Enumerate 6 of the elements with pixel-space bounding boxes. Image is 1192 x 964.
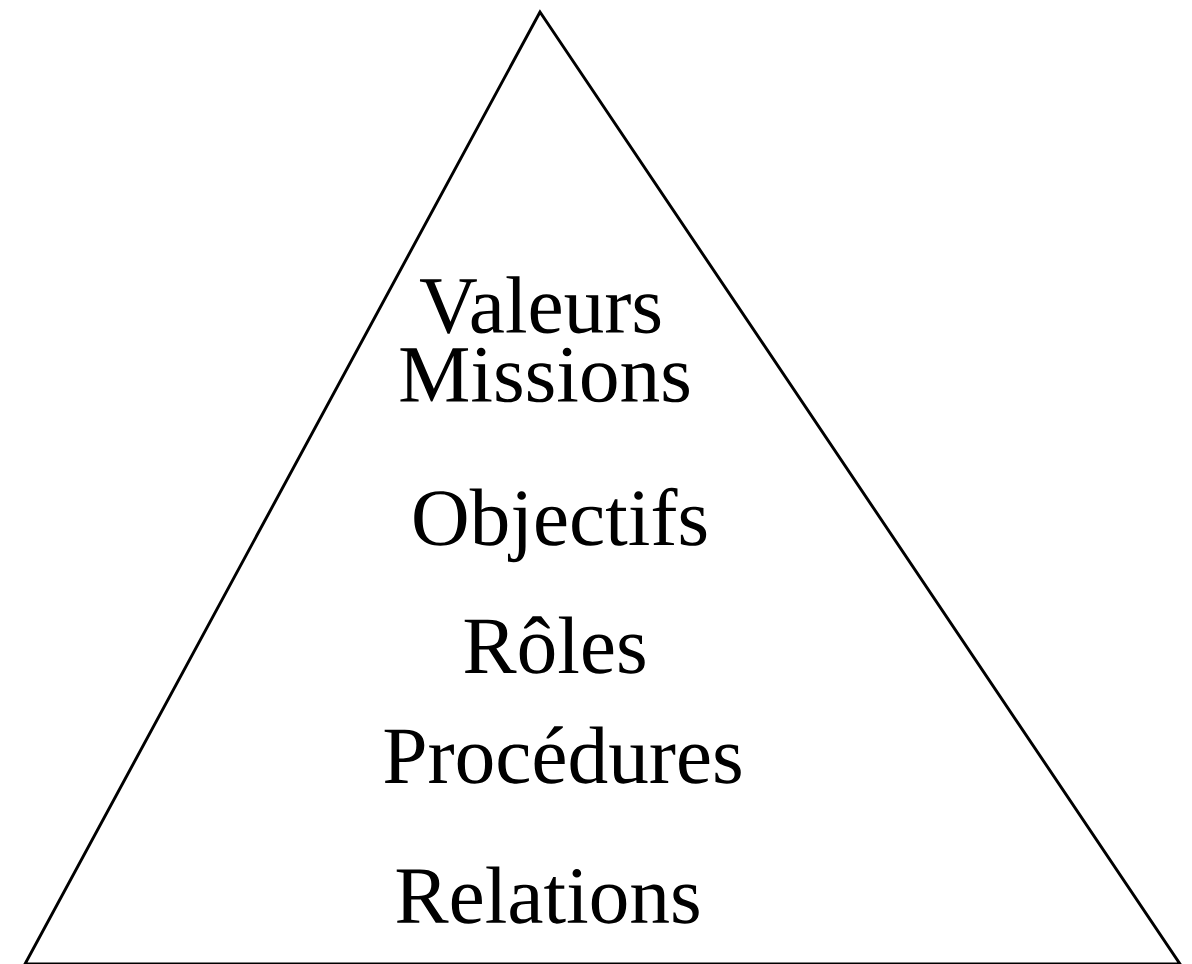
level-label: Missions — [400, 347, 689, 403]
level-label: Rôles — [464, 616, 645, 674]
level-label: Objectifs — [414, 487, 707, 563]
level-label: Procédures — [384, 726, 741, 784]
level-label: Relations — [396, 866, 699, 924]
level-label: Valeurs — [419, 276, 661, 334]
